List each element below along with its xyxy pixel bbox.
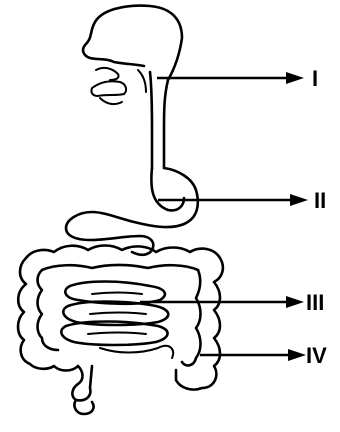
label-I: I — [312, 66, 318, 91]
tongue — [91, 81, 126, 96]
pointer-IV — [200, 349, 306, 361]
label-II: II — [314, 188, 326, 213]
esophagus — [150, 72, 168, 168]
esophagus-left-wall — [150, 72, 152, 168]
stomach — [66, 168, 198, 255]
small-intestine-fold-c — [88, 333, 146, 335]
lower-jaw — [100, 98, 122, 104]
pointer-II — [158, 194, 308, 206]
arrowhead-I — [286, 72, 304, 84]
rectum — [72, 366, 92, 400]
stomach-inner-curve — [151, 168, 184, 210]
arrowhead-III — [286, 296, 304, 308]
label-III: III — [306, 290, 324, 315]
anal-end — [74, 400, 93, 414]
arrowhead-II — [290, 194, 308, 206]
stomach-outline — [66, 168, 198, 240]
ascending-colon-left — [18, 258, 78, 371]
arrowhead-IV — [288, 349, 306, 361]
small-intestine-fold-a — [92, 293, 142, 295]
esophagus-right-wall — [164, 80, 168, 168]
small-intestine — [61, 282, 173, 359]
ascending-colon-right — [38, 270, 59, 350]
throat-front — [138, 70, 146, 92]
small-intestine-fold-b — [90, 313, 146, 315]
upper-lip — [96, 68, 119, 80]
small-intestine-inner-loop — [100, 346, 173, 358]
label-IV: IV — [306, 343, 327, 368]
large-intestine — [18, 246, 223, 415]
pointer-I — [157, 72, 304, 84]
